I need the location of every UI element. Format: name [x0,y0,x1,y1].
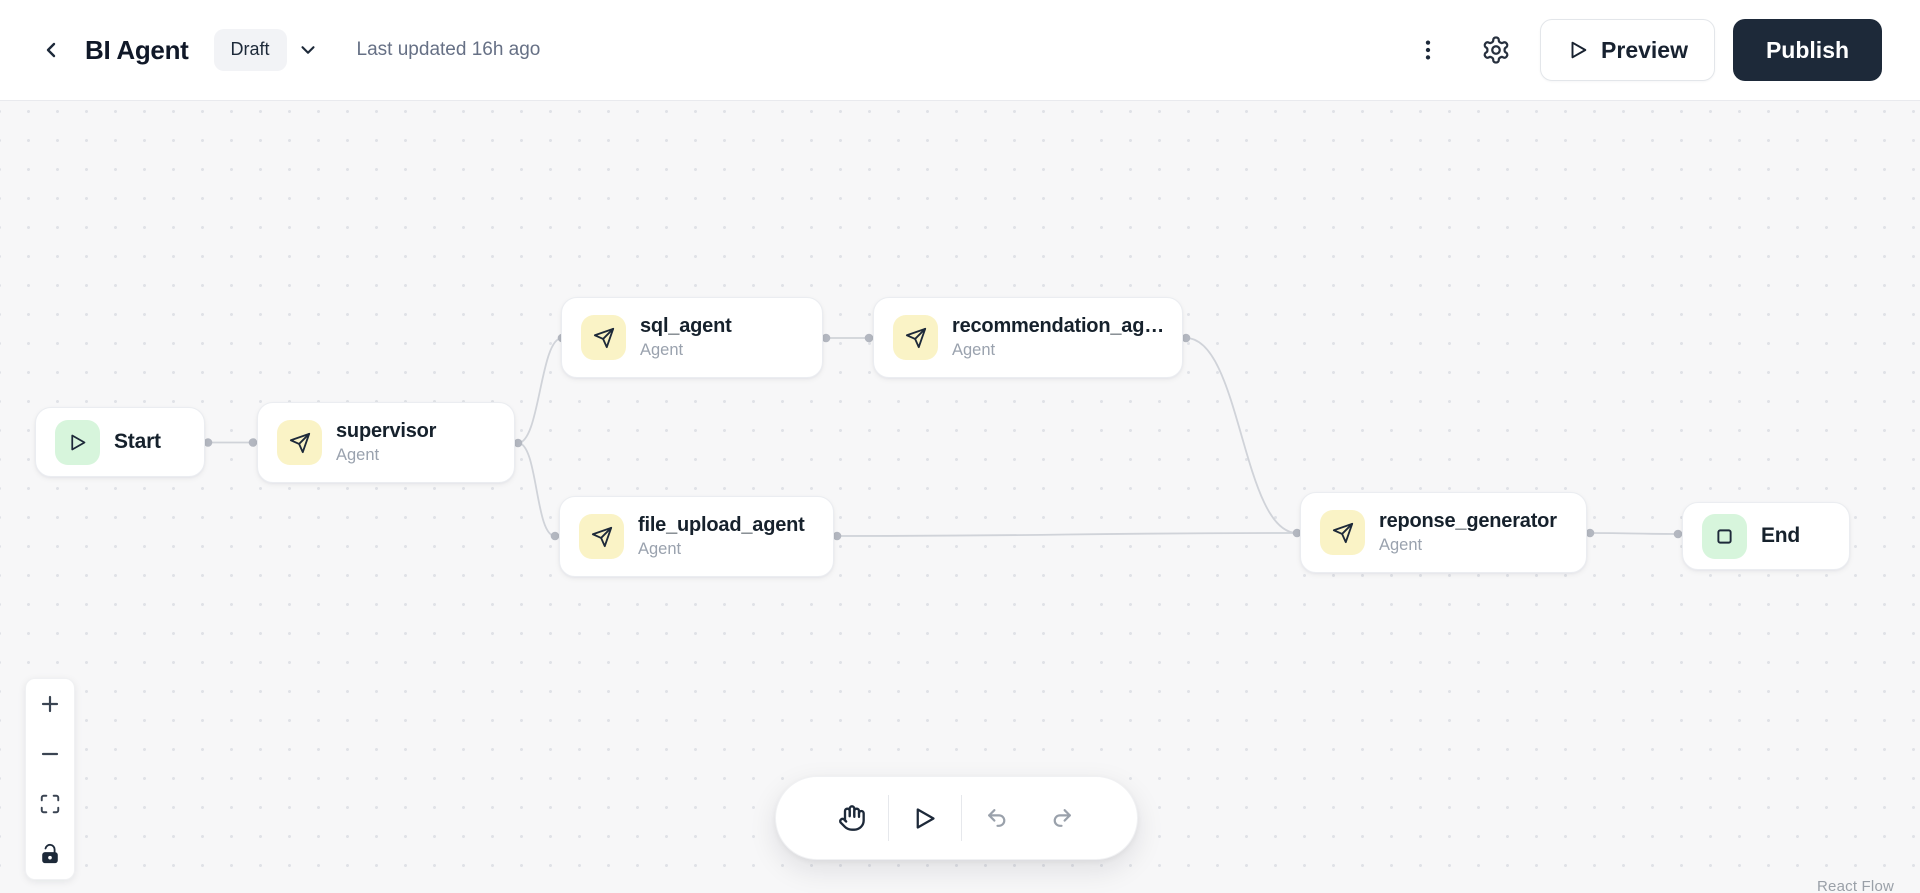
play-icon [916,807,935,829]
node-supervisor[interactable]: supervisor Agent [257,402,515,483]
node-title: supervisor [336,420,437,442]
node-subtitle: Agent [640,341,684,359]
node-sql-agent[interactable]: sql_agent Agent [561,297,823,378]
play-icon [55,419,100,465]
node-subtitle: Agent [638,540,682,558]
page-title: BI Agent [85,34,189,65]
node-reponse-generator[interactable]: reponse_generator Agent [1300,492,1587,573]
send-icon [1320,510,1365,555]
unlock-icon [42,843,58,864]
edge-reponse-generator-end[interactable] [1589,532,1679,535]
node-title: file_upload_agent [638,514,805,536]
handle-dot[interactable] [821,333,831,343]
redo-icon [1053,808,1071,827]
edge-supervisor-file-upload-agent[interactable] [517,442,556,537]
toolbar-divider [960,795,962,841]
status-badge[interactable]: Draft [213,29,287,71]
run-button[interactable] [897,790,953,846]
lock-interactivity-button[interactable] [26,829,74,879]
top-bar: BI Agent Draft Last updated 16h ago Prev… [0,0,1920,101]
play-icon [1571,41,1587,59]
preview-label: Preview [1601,36,1688,63]
send-icon [581,315,626,360]
edge-recommendation-agent-reponse-generator[interactable] [1185,337,1298,534]
hand-icon [838,805,865,831]
gear-icon [1483,36,1509,64]
handle-dot[interactable] [1292,528,1302,538]
back-button[interactable] [38,37,64,63]
toolbar-divider [887,795,889,841]
undo-button[interactable] [970,790,1026,846]
react-flow-attribution[interactable]: React Flow [1817,878,1895,893]
minus-icon [41,752,59,756]
handle-dot[interactable] [832,531,842,541]
zoom-in-button[interactable] [26,679,74,729]
status-dropdown-button[interactable] [297,39,319,61]
node-file-upload-agent[interactable]: file_upload_agent Agent [559,496,834,577]
send-icon [579,514,624,559]
node-title: End [1761,524,1801,547]
handle-dot[interactable] [550,531,560,541]
canvas-toolbar [775,776,1138,860]
fit-view-button[interactable] [26,779,74,829]
node-title: reponse_generator [1379,510,1557,532]
handle-dot[interactable] [203,438,213,447]
node-title: recommendation_ag… [952,315,1165,337]
square-icon [1702,513,1747,559]
chevron-down-icon [300,46,315,54]
node-subtitle: Agent [952,341,996,359]
publish-button[interactable]: Publish [1733,19,1882,81]
send-icon [277,420,322,465]
send-icon [893,315,938,360]
handle-dot[interactable] [1181,333,1191,343]
node-subtitle: Agent [1379,536,1423,554]
handle-dot[interactable] [513,438,523,448]
fit-view-icon [40,794,60,814]
handle-dot[interactable] [248,438,258,447]
kebab-menu-icon [1425,40,1431,60]
zoom-controls-panel [25,678,75,880]
node-subtitle: Agent [336,446,380,464]
handle-dot[interactable] [1585,528,1595,538]
back-chevron-icon [46,42,56,58]
node-end[interactable]: End [1682,502,1850,570]
redo-button[interactable] [1034,790,1090,846]
more-options-button[interactable] [1414,36,1442,64]
preview-button[interactable]: Preview [1540,19,1715,81]
undo-icon [988,808,1006,827]
pan-hand-button[interactable] [824,790,880,846]
settings-button[interactable] [1480,34,1512,66]
plus-icon [41,695,59,713]
handle-dot[interactable] [1673,529,1683,539]
zoom-out-button[interactable] [26,729,74,779]
edge-supervisor-sql-agent[interactable] [517,337,563,444]
node-title: Start [114,430,161,453]
handle-dot[interactable] [864,333,874,343]
node-title: sql_agent [640,315,732,337]
node-recommendation-agent[interactable]: recommendation_ag… Agent [873,297,1183,378]
node-start[interactable]: Start [35,407,205,477]
last-updated-text: Last updated 16h ago [356,39,541,60]
edge-file-upload-agent-reponse-generator[interactable] [836,532,1298,537]
